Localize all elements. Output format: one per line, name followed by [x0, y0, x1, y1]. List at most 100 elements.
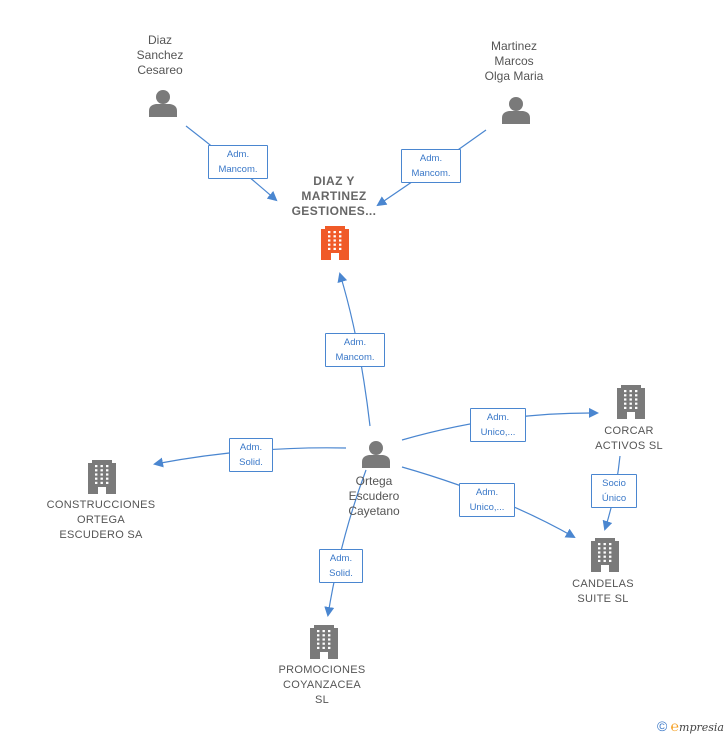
node-label-candelas[interactable]: CANDELAS SUITE SL	[572, 578, 634, 605]
building-window	[635, 390, 638, 393]
node-label-diaz-martinez[interactable]: DIAZ Y MARTINEZ GESTIONES...	[291, 174, 377, 218]
building-window	[106, 473, 109, 476]
building-window	[339, 243, 342, 246]
building-window	[635, 402, 638, 405]
building-window	[629, 398, 632, 401]
building-window	[624, 390, 627, 393]
building-window	[598, 555, 601, 558]
person-icon-ortega[interactable]	[362, 441, 390, 468]
node-label-diaz-sanchez[interactable]: Diaz Sanchez Cesareo	[136, 33, 184, 77]
building-window	[106, 469, 109, 472]
building-window	[328, 239, 331, 242]
building-window	[333, 235, 336, 238]
building-window	[333, 231, 336, 234]
building-window	[317, 646, 320, 649]
building-window	[635, 406, 638, 409]
building-window	[328, 247, 331, 250]
building-window	[95, 465, 98, 468]
building-window	[603, 551, 606, 554]
person-icon-diaz[interactable]	[149, 90, 177, 117]
building-window	[328, 231, 331, 234]
node-label-martinez-marcos[interactable]: Martinez Marcos Olga Maria	[484, 39, 544, 83]
building-window	[322, 646, 325, 649]
node-label-corcar[interactable]: CORCAR ACTIVOS SL	[595, 425, 663, 452]
building-window	[598, 547, 601, 550]
building-window	[635, 394, 638, 397]
building-window	[603, 547, 606, 550]
building-window	[624, 394, 627, 397]
edge-label-promociones-adm-solid[interactable]: Adm. Solid.	[319, 549, 363, 583]
building-window	[95, 469, 98, 472]
building-window	[100, 473, 103, 476]
building-window	[328, 646, 331, 649]
edge-label-martinez-adm-mancom[interactable]: Adm. Mancom.	[401, 149, 461, 183]
empresia-logo-e: ℮	[670, 719, 680, 735]
edge-label-construcciones-adm-solid[interactable]: Adm. Solid.	[229, 438, 273, 472]
building-window	[624, 398, 627, 401]
building-window	[100, 481, 103, 484]
edge-label-corcar-adm-unico[interactable]: Adm. Unico,...	[470, 408, 526, 442]
copyright-icon: ©	[656, 718, 668, 734]
edge-line-promociones	[324, 469, 367, 617]
empresia-logo-text: mpresia	[679, 721, 724, 734]
building-window	[629, 402, 632, 405]
building-window	[598, 559, 601, 562]
building-window	[95, 473, 98, 476]
building-window	[328, 630, 331, 633]
building-window	[598, 543, 601, 546]
node-label-promociones[interactable]: PROMOCIONES COYANZACEA SL	[278, 664, 366, 706]
building-window	[333, 247, 336, 250]
building-window	[629, 406, 632, 409]
building-window	[609, 555, 612, 558]
building-window	[603, 555, 606, 558]
building-window	[95, 477, 98, 480]
edge-label-ortega-adm-mancom[interactable]: Adm. Mancom.	[325, 333, 385, 367]
building-window	[603, 559, 606, 562]
building-window	[322, 638, 325, 641]
building-window	[624, 402, 627, 405]
building-window	[328, 235, 331, 238]
person-icon-martinez[interactable]	[502, 97, 530, 124]
building-window	[317, 634, 320, 637]
building-window	[598, 551, 601, 554]
building-window	[100, 477, 103, 480]
building-window	[624, 406, 627, 409]
edge-label-diaz-adm-mancom[interactable]: Adm. Mancom.	[208, 145, 268, 179]
building-window	[333, 243, 336, 246]
building-window	[609, 559, 612, 562]
building-window	[339, 239, 342, 242]
building-window	[609, 543, 612, 546]
building-window	[339, 231, 342, 234]
footer-brand: © ℮mpresia	[657, 718, 724, 736]
building-window	[322, 642, 325, 645]
building-window	[609, 551, 612, 554]
building-window	[609, 547, 612, 550]
edge-label-corcar-candelas-socio-unico[interactable]: Socio Único	[591, 474, 637, 508]
building-window	[95, 481, 98, 484]
node-label-construcciones[interactable]: CONSTRUCCIONES ORTEGA ESCUDERO SA	[46, 499, 156, 541]
building-window	[629, 390, 632, 393]
building-window	[317, 638, 320, 641]
node-label-ortega[interactable]: Ortega Escudero Cayetano	[348, 474, 400, 518]
building-window	[339, 247, 342, 250]
building-window	[317, 630, 320, 633]
building-window	[100, 469, 103, 472]
building-window	[629, 394, 632, 397]
building-window	[328, 634, 331, 637]
building-window	[106, 481, 109, 484]
building-window	[603, 543, 606, 546]
building-window	[328, 642, 331, 645]
building-window	[322, 634, 325, 637]
building-window	[328, 638, 331, 641]
building-window	[106, 477, 109, 480]
building-window	[328, 243, 331, 246]
building-window	[322, 630, 325, 633]
building-window	[333, 239, 336, 242]
building-window	[317, 642, 320, 645]
building-window	[339, 235, 342, 238]
building-window	[106, 465, 109, 468]
edge-label-candelas-adm-unico[interactable]: Adm. Unico,...	[459, 483, 515, 517]
building-window	[100, 465, 103, 468]
building-window	[635, 398, 638, 401]
